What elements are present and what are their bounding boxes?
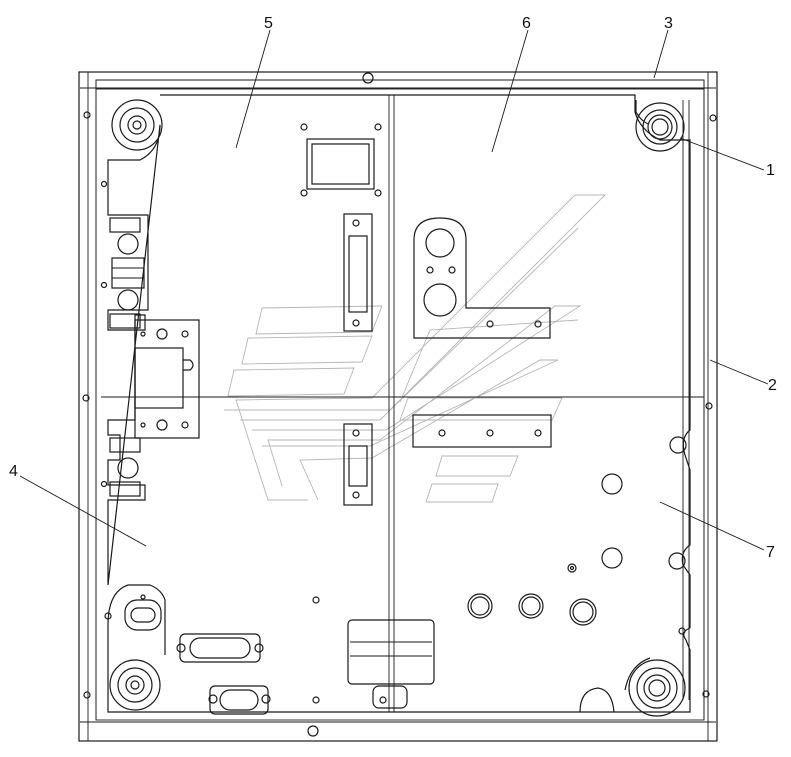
l-bracket-plate [413,217,551,339]
callout-7: 7 [766,544,775,561]
corner-roller-top-right [635,100,685,152]
watermark-logo [224,194,607,503]
base-plate [101,94,704,713]
edge-clips-upper [100,180,145,329]
corner-roller-bottom-right [579,657,686,717]
callout-4: 4 [9,463,18,480]
callout-6: 6 [522,15,531,32]
callout-5: 5 [264,15,273,32]
callout-1: 1 [766,162,775,179]
corner-roller-bottom-left [109,659,161,711]
upper-slot-bracket [343,213,373,332]
lower-slot-bracket [343,423,373,506]
edge-clips-lower [100,437,141,497]
oval-connector-1 [176,633,264,663]
leader-lines [19,29,769,551]
panel-holes [467,436,687,635]
corner-roller-top-left [111,99,163,151]
strip-plate [412,414,552,448]
center-block [312,596,435,709]
callout-3: 3 [664,15,673,32]
side-mount-block [134,319,200,439]
slot-plate [104,594,162,631]
outer-frame [78,71,718,742]
window-opening [300,123,382,197]
oval-connector-2 [208,685,271,715]
callout-2: 2 [768,377,777,394]
